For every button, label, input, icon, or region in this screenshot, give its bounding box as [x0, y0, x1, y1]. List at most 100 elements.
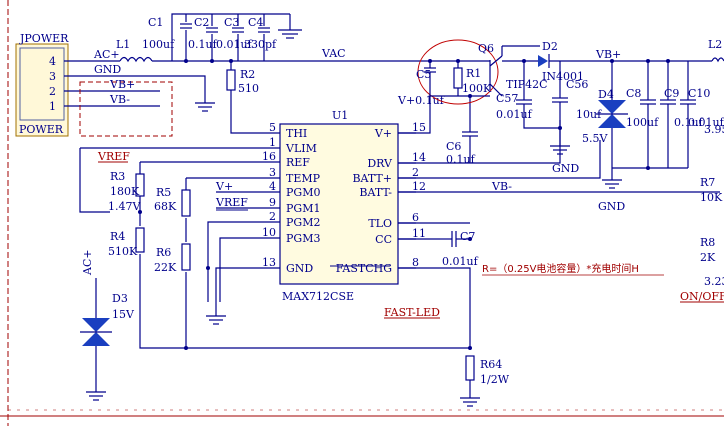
label-c3: C3 [224, 16, 239, 29]
label-tip42c: TIP42C [506, 78, 548, 91]
ic-pin-number: 16 [262, 150, 276, 163]
label-d3: D3 [112, 292, 128, 305]
label-r64: R64 [480, 358, 502, 371]
value-r64: 1/2W [480, 373, 510, 386]
label-r8: R8 [700, 236, 715, 249]
label-q6: Q6 [478, 42, 494, 55]
value-d2: IN4001 [542, 70, 584, 83]
resistor-r4 [135, 227, 145, 253]
transistor-q6 [424, 45, 540, 97]
net-ac-plus-vert: AC+ [81, 249, 94, 276]
label-r6: R6 [156, 246, 171, 259]
ic-pin-name: THI [286, 127, 307, 140]
value-d3: 15V [112, 308, 135, 321]
net-v-plus: V+ [215, 180, 233, 193]
value-c1: 100uf [142, 38, 175, 51]
resistor-r3 [135, 173, 145, 212]
value-323: 3.23 [704, 275, 724, 288]
label-c6: C6 [446, 140, 461, 153]
inductor-l2 [711, 57, 724, 63]
ic-pin-name: PGM2 [286, 216, 320, 229]
ic-pin-name: PGM3 [286, 232, 320, 245]
ic-wiring [79, 96, 720, 350]
connector-jpower: JPOWER POWER 4 3 2 1 [15, 32, 69, 137]
ic-pin-name: VLIM [285, 142, 317, 155]
value-c57: 0.01uf [496, 108, 533, 121]
inductor-l1 [119, 56, 153, 63]
value-r6: 22K [154, 261, 177, 274]
value-c3: 0.01uf [216, 38, 253, 51]
value-c6: 0.1uf [446, 153, 476, 166]
dashed-box-battery [79, 81, 173, 137]
label-r2: R2 [240, 68, 255, 81]
value-c8: 100uf [626, 116, 659, 129]
net-vb-plus-right: VB+ [595, 48, 621, 61]
ic-pin-number: 1 [269, 136, 276, 149]
diode-d2 [502, 54, 712, 68]
value-c10: 0.01uf [688, 116, 724, 129]
value-r2: 510 [238, 82, 259, 95]
label-r7: R7 [700, 176, 715, 189]
ground-symbol-c56 [550, 145, 570, 155]
connector-footer: POWER [19, 123, 64, 136]
highlight-circle-q6 [417, 39, 499, 105]
zener-d4 [596, 61, 628, 180]
ground-symbol-r64 [460, 397, 480, 407]
value-r3: 180K [110, 185, 140, 198]
ic-pin-number: 8 [412, 256, 419, 269]
ic-pin-number: 2 [412, 166, 419, 179]
label-c1: C1 [148, 16, 163, 29]
net-vb-plus-conn: VB+ [109, 78, 135, 91]
value-c4: 330pf [244, 38, 277, 51]
formula-note: R=（0.25V电池容量）*充电时间H [482, 262, 639, 275]
ic-pin-number: 2 [269, 210, 276, 223]
ic-pin-name: PGM0 [286, 186, 320, 199]
ground-symbol-d4 [602, 179, 622, 189]
ic-pin-number: 10 [262, 226, 276, 239]
net-fast-led: FAST-LED [384, 306, 440, 319]
value-r4: 510K [108, 245, 138, 258]
label-r3: R3 [110, 170, 125, 183]
ic-pin-name: CC [375, 233, 392, 246]
ic-pin-number: 11 [412, 227, 426, 240]
ic-pin-number: 3 [269, 166, 276, 179]
value-r5: 68K [154, 200, 177, 213]
net-on-off: ON/OFF [680, 290, 724, 303]
ic-pin-number: 9 [269, 196, 276, 209]
value-395: 3.95 [704, 123, 724, 136]
label-d2: D2 [542, 40, 558, 53]
connector-title: JPOWER [19, 32, 69, 45]
input-capacitor-bank [171, 13, 302, 61]
ground-symbol-ic [206, 315, 226, 325]
label-r4: R4 [110, 230, 125, 243]
label-l1: L1 [116, 38, 130, 51]
value-c9: 0.1uf [674, 116, 704, 129]
resistor-r6 [181, 243, 191, 271]
ic-pin-name: V+ [374, 127, 392, 140]
net-vb-minus-conn: VB- [109, 93, 130, 106]
ic-pin-number: 13 [262, 256, 276, 269]
ic-pin-name: REF [286, 156, 310, 169]
ic-pin-name: TEMP [286, 172, 321, 185]
ic-name: MAX712CSE [282, 290, 354, 303]
ic-pin-number: 6 [412, 211, 419, 224]
ic-ref: U1 [332, 109, 348, 122]
ic-pin-number: 4 [269, 180, 276, 193]
label-c4: C4 [248, 16, 263, 29]
label-r1: R1 [466, 67, 481, 80]
value-r7: 10K [700, 191, 723, 204]
net-gnd: GND [94, 63, 121, 76]
value-c7: 0.01uf [442, 255, 479, 268]
value-r1: 100K [462, 82, 492, 95]
ic-pin-number: 12 [412, 180, 426, 193]
capacitor-c7 [440, 231, 470, 247]
value-r3-voltage: 1.47V [108, 200, 141, 213]
connector-pin-2: 2 [49, 85, 56, 98]
label-c56: C56 [566, 78, 588, 91]
zener-d3 [80, 278, 112, 392]
connector-pin-1: 1 [49, 100, 56, 113]
label-c9: C9 [664, 87, 679, 100]
value-c2: 0.1uf [188, 38, 218, 51]
wire-gnd-conn [64, 75, 206, 103]
